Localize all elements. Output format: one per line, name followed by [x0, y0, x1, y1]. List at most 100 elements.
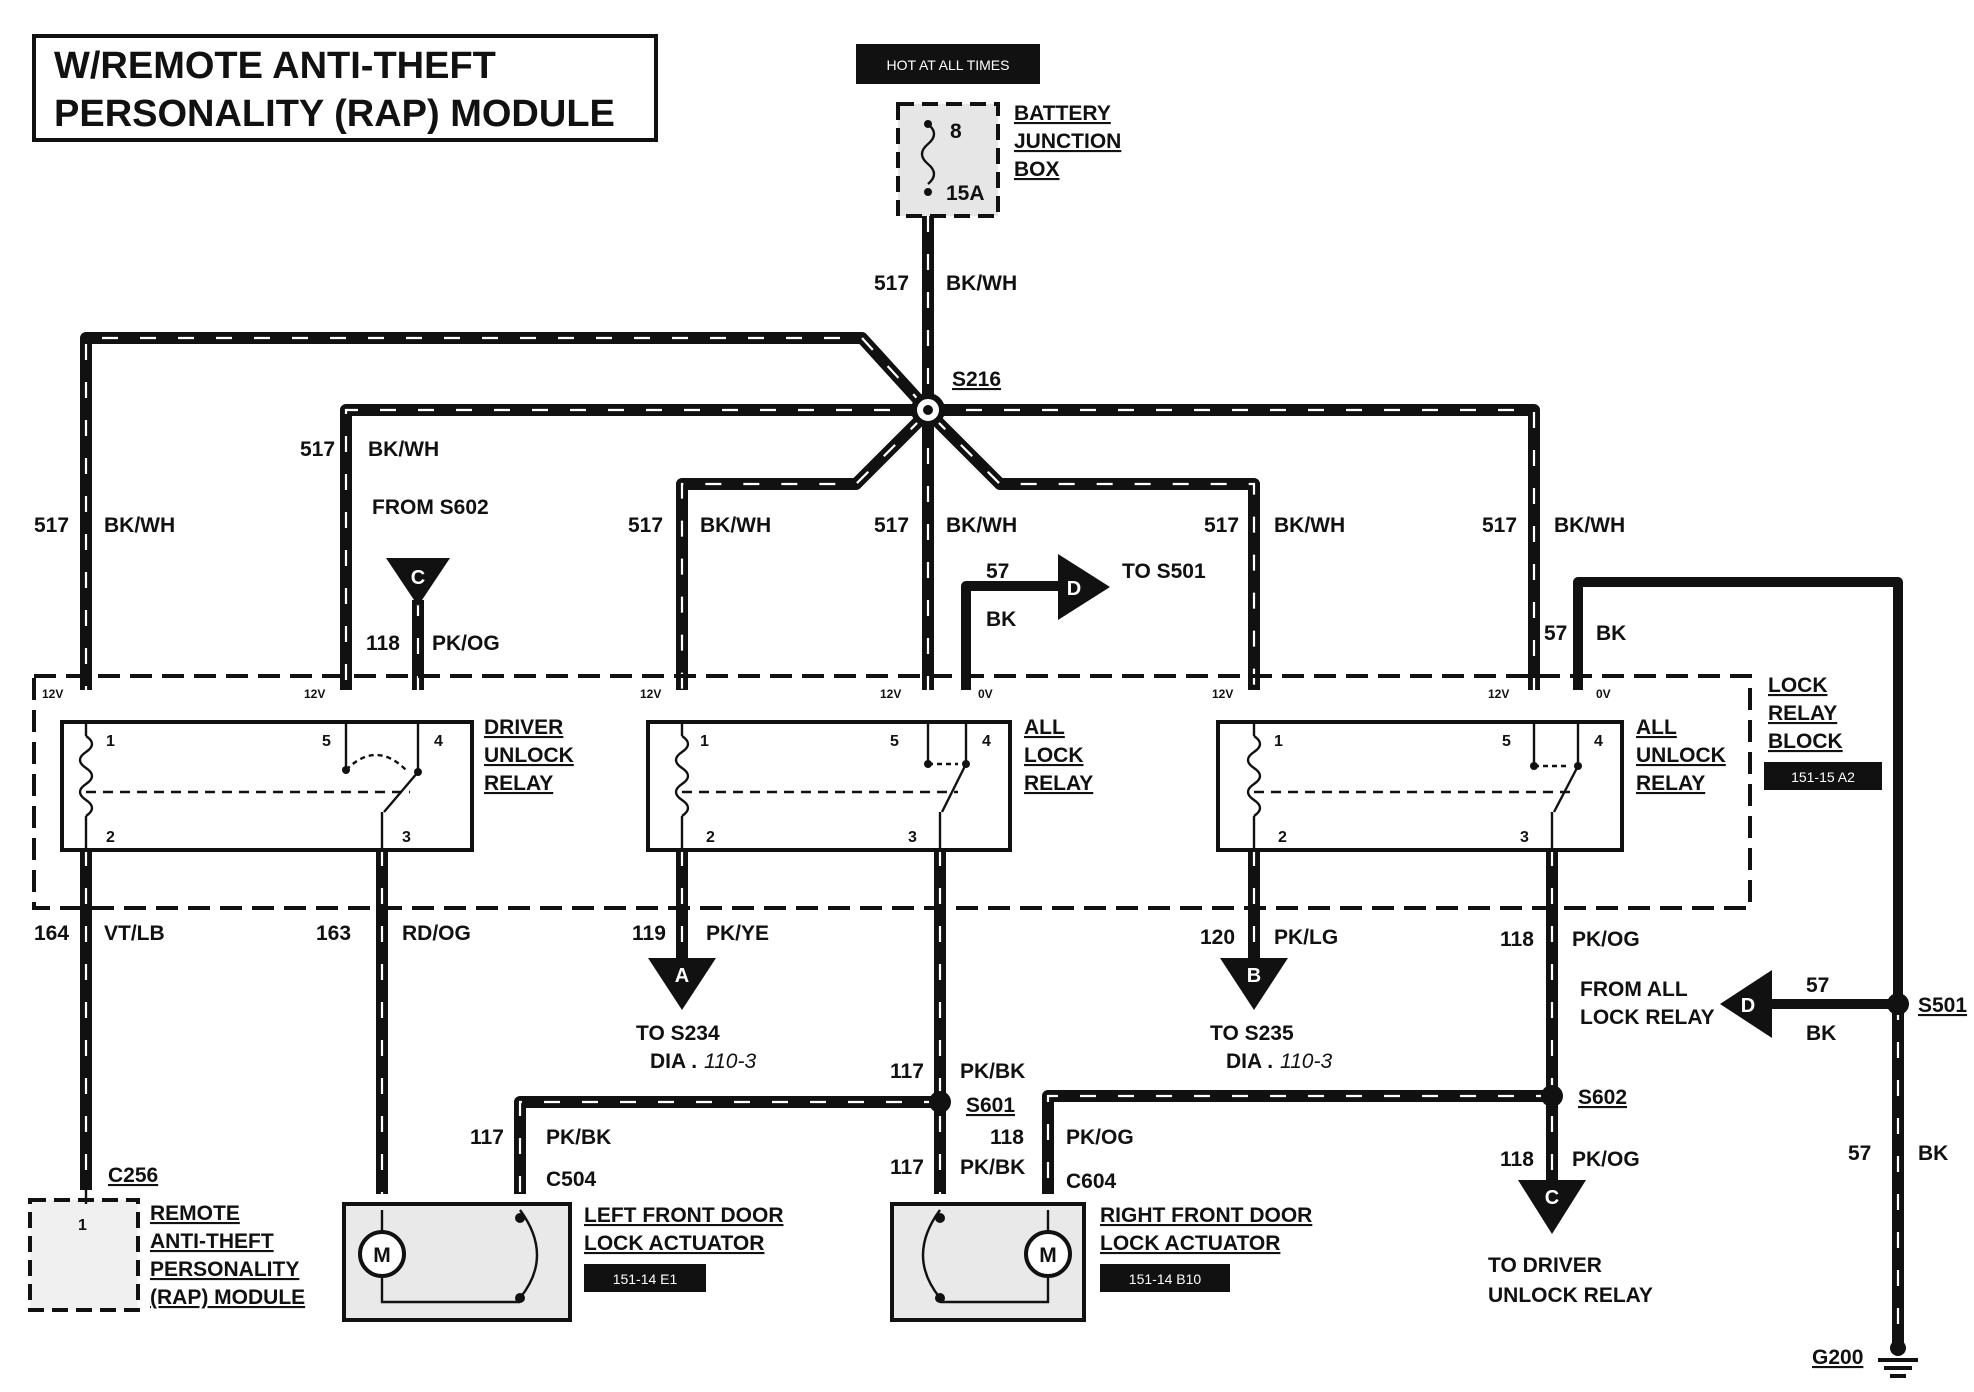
connector-d-to-s501: D [1058, 554, 1110, 620]
all-unlock-relay: 1 2 3 4 5 ALL UNLOCK RELAY [1216, 716, 1726, 852]
svg-text:B: B [1247, 965, 1261, 987]
fuse-number: 8 [950, 120, 962, 143]
svg-text:PK/OG: PK/OG [1572, 1148, 1640, 1171]
ground-g200: G200 [1812, 1340, 1918, 1378]
to-s235-note: TO S235 [1210, 1022, 1294, 1045]
svg-text:164: 164 [34, 922, 69, 945]
svg-text:BK/WH: BK/WH [1554, 514, 1625, 537]
svg-text:110-3: 110-3 [1280, 1050, 1332, 1073]
svg-text:BK/WH: BK/WH [104, 514, 175, 537]
fuse-rating: 15A [946, 182, 985, 205]
svg-text:2: 2 [1278, 829, 1287, 846]
svg-text:4: 4 [982, 733, 991, 750]
svg-text:57: 57 [1544, 622, 1567, 645]
svg-text:57: 57 [1806, 974, 1829, 997]
svg-text:517: 517 [1482, 514, 1517, 537]
svg-text:LEFT FRONT DOOR: LEFT FRONT DOOR [584, 1204, 783, 1227]
svg-text:S216: S216 [952, 368, 1001, 391]
svg-text:PK/OG: PK/OG [1572, 928, 1640, 951]
svg-text:120: 120 [1200, 926, 1235, 949]
svg-text:G200: G200 [1812, 1346, 1863, 1369]
svg-text:117: 117 [470, 1126, 504, 1149]
wire-517-all-lock-pin1 [676, 413, 927, 690]
svg-text:517: 517 [1204, 514, 1239, 537]
svg-text:517: 517 [628, 514, 663, 537]
lock-relay-block: LOCK RELAY BLOCK 151-15 A2 [32, 674, 1882, 910]
svg-text:118: 118 [1500, 928, 1534, 951]
svg-text:BK/WH: BK/WH [946, 514, 1017, 537]
svg-text:117: 117 [890, 1060, 924, 1083]
svg-text:12V: 12V [1488, 687, 1509, 701]
svg-text:RELAY: RELAY [1768, 702, 1837, 725]
svg-text:D: D [1741, 995, 1755, 1017]
svg-text:S601: S601 [966, 1094, 1015, 1117]
svg-text:5: 5 [1502, 733, 1511, 750]
right-front-door-lock-actuator: M RIGHT FRONT DOOR LOCK ACTUATOR 151-14 … [890, 1202, 1312, 1322]
svg-text:3: 3 [908, 829, 917, 846]
svg-text:C: C [1545, 1187, 1559, 1209]
svg-text:BK/WH: BK/WH [368, 438, 439, 461]
svg-text:12V: 12V [1212, 687, 1233, 701]
svg-text:RIGHT FRONT DOOR: RIGHT FRONT DOOR [1100, 1204, 1312, 1227]
wire-517-right-relay [928, 404, 1540, 690]
svg-text:M: M [373, 1244, 391, 1267]
svg-text:RELAY: RELAY [1024, 772, 1093, 795]
svg-text:M: M [1039, 1244, 1057, 1267]
svg-text:110-3: 110-3 [704, 1050, 756, 1073]
svg-text:119: 119 [632, 922, 666, 945]
rap-module: 1 REMOTE ANTI-THEFT PERSONALITY (RAP) MO… [28, 1190, 305, 1312]
to-s234-note: TO S234 [636, 1022, 720, 1045]
svg-text:4: 4 [434, 733, 443, 750]
svg-text:D: D [1067, 578, 1081, 600]
svg-text:PK/BK: PK/BK [546, 1126, 611, 1149]
svg-text:0V: 0V [978, 687, 993, 701]
svg-text:C: C [411, 567, 425, 589]
bjb-label-line-1: BATTERY [1014, 102, 1111, 125]
svg-text:LOCK ACTUATOR: LOCK ACTUATOR [584, 1232, 764, 1255]
svg-text:517: 517 [874, 272, 909, 295]
splice-s601: S601 [929, 1091, 1015, 1117]
svg-text:517: 517 [34, 514, 69, 537]
connector-b: B [1220, 958, 1288, 1010]
svg-text:PK/OG: PK/OG [432, 632, 500, 655]
svg-text:PK/YE: PK/YE [706, 922, 769, 945]
svg-text:1: 1 [78, 1217, 87, 1234]
from-all-note: FROM ALL [1580, 978, 1688, 1001]
svg-text:RELAY: RELAY [484, 772, 553, 795]
splice-s501: S501 [1887, 993, 1967, 1017]
svg-text:0V: 0V [1596, 687, 1611, 701]
svg-text:517: 517 [300, 438, 335, 461]
svg-text:2: 2 [106, 829, 115, 846]
connector-c-bottom: C [1518, 1180, 1586, 1234]
svg-text:DIA .: DIA . [650, 1050, 697, 1073]
voltage-labels: 12V 12V 12V 12V 0V 12V 12V 0V [42, 687, 1611, 701]
svg-text:PERSONALITY: PERSONALITY [150, 1258, 299, 1281]
svg-text:1: 1 [1274, 733, 1283, 750]
svg-text:517: 517 [874, 514, 909, 537]
svg-text:3: 3 [1520, 829, 1529, 846]
svg-text:3: 3 [402, 829, 411, 846]
svg-text:(RAP) MODULE: (RAP) MODULE [150, 1286, 305, 1309]
svg-text:PK/LG: PK/LG [1274, 926, 1338, 949]
unlock-relay-note: UNLOCK RELAY [1488, 1284, 1653, 1307]
svg-text:12V: 12V [42, 687, 63, 701]
right-actuator-ref: 151-14 B10 [1129, 1271, 1202, 1287]
svg-text:BK: BK [1806, 1022, 1836, 1045]
svg-text:RD/OG: RD/OG [402, 922, 471, 945]
svg-text:BK/WH: BK/WH [946, 272, 1017, 295]
left-front-door-lock-actuator: M LEFT FRONT DOOR LOCK ACTUATOR 151-14 E… [342, 1202, 783, 1322]
to-s501-note: TO S501 [1122, 560, 1206, 583]
connector-c256: C256 [108, 1164, 158, 1187]
all-lock-relay: 1 2 3 4 5 ALL LOCK RELAY [646, 716, 1093, 852]
svg-text:1: 1 [700, 733, 709, 750]
splice-s602: S602 [1541, 1085, 1627, 1109]
svg-text:PK/BK: PK/BK [960, 1060, 1025, 1083]
svg-text:118: 118 [1500, 1148, 1534, 1171]
svg-text:118: 118 [366, 632, 400, 655]
bjb-label-line-3: BOX [1014, 158, 1060, 181]
connector-c604: C604 [1066, 1170, 1117, 1193]
svg-text:12V: 12V [304, 687, 325, 701]
svg-text:1: 1 [106, 733, 115, 750]
svg-text:UNLOCK: UNLOCK [484, 744, 574, 767]
